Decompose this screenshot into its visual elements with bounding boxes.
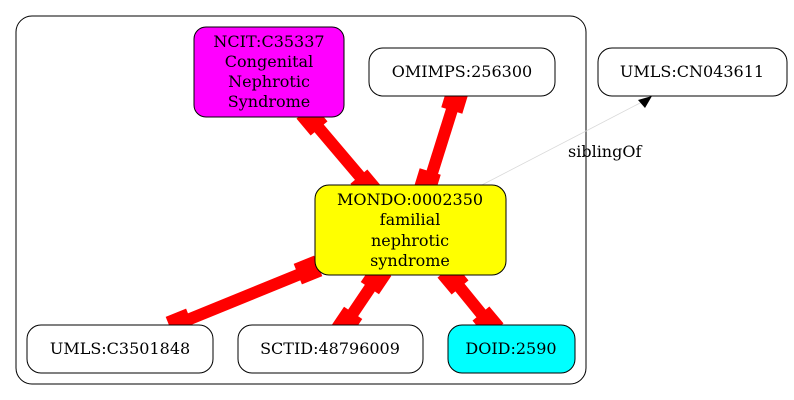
sibling-edge: siblingOf [477,96,652,188]
node-doid[interactable]: DOID:2590 [447,324,576,374]
node-umls-cn[interactable]: UMLS:CN043611 [597,47,788,97]
node-mondo-line-4: syndrome [370,251,450,270]
cluster-box [15,15,587,385]
node-sctid-label: SCTID:48796009 [260,339,400,358]
sibling-edge-label: siblingOf [568,142,642,161]
edge-omimps-mondo [422,98,461,188]
sibling-edge-line [477,101,643,188]
node-umls-c-label: UMLS:C3501848 [50,339,190,358]
edge-ncit-mondo [307,116,373,190]
node-doid-label: DOID:2590 [465,339,556,358]
node-mondo-line-2: familial [380,210,441,229]
node-mondo[interactable]: MONDO:0002350 familial nephrotic syndrom… [314,184,507,276]
edge-umlsc-mondo [177,264,313,329]
node-umls-cn-label: UMLS:CN043611 [620,62,764,81]
node-ncit-line-4: Syndrome [228,92,310,111]
node-sctid[interactable]: SCTID:48796009 [237,324,424,374]
node-mondo-line-1: MONDO:0002350 [337,190,483,209]
node-umls-c[interactable]: UMLS:C3501848 [26,324,214,374]
node-omimps-label: OMIMPS:256300 [392,62,532,81]
node-ncit-line-3: Nephrotic [228,72,310,91]
sibling-arrowhead-icon [638,96,652,108]
node-ncit-line-1: NCIT:C35337 [213,32,324,51]
node-ncit[interactable]: NCIT:C35337 Congenital Nephrotic Syndrom… [193,26,345,118]
node-omimps[interactable]: OMIMPS:256300 [368,47,556,97]
node-mondo-line-3: nephrotic [371,231,449,250]
node-ncit-line-2: Congenital [225,52,313,71]
